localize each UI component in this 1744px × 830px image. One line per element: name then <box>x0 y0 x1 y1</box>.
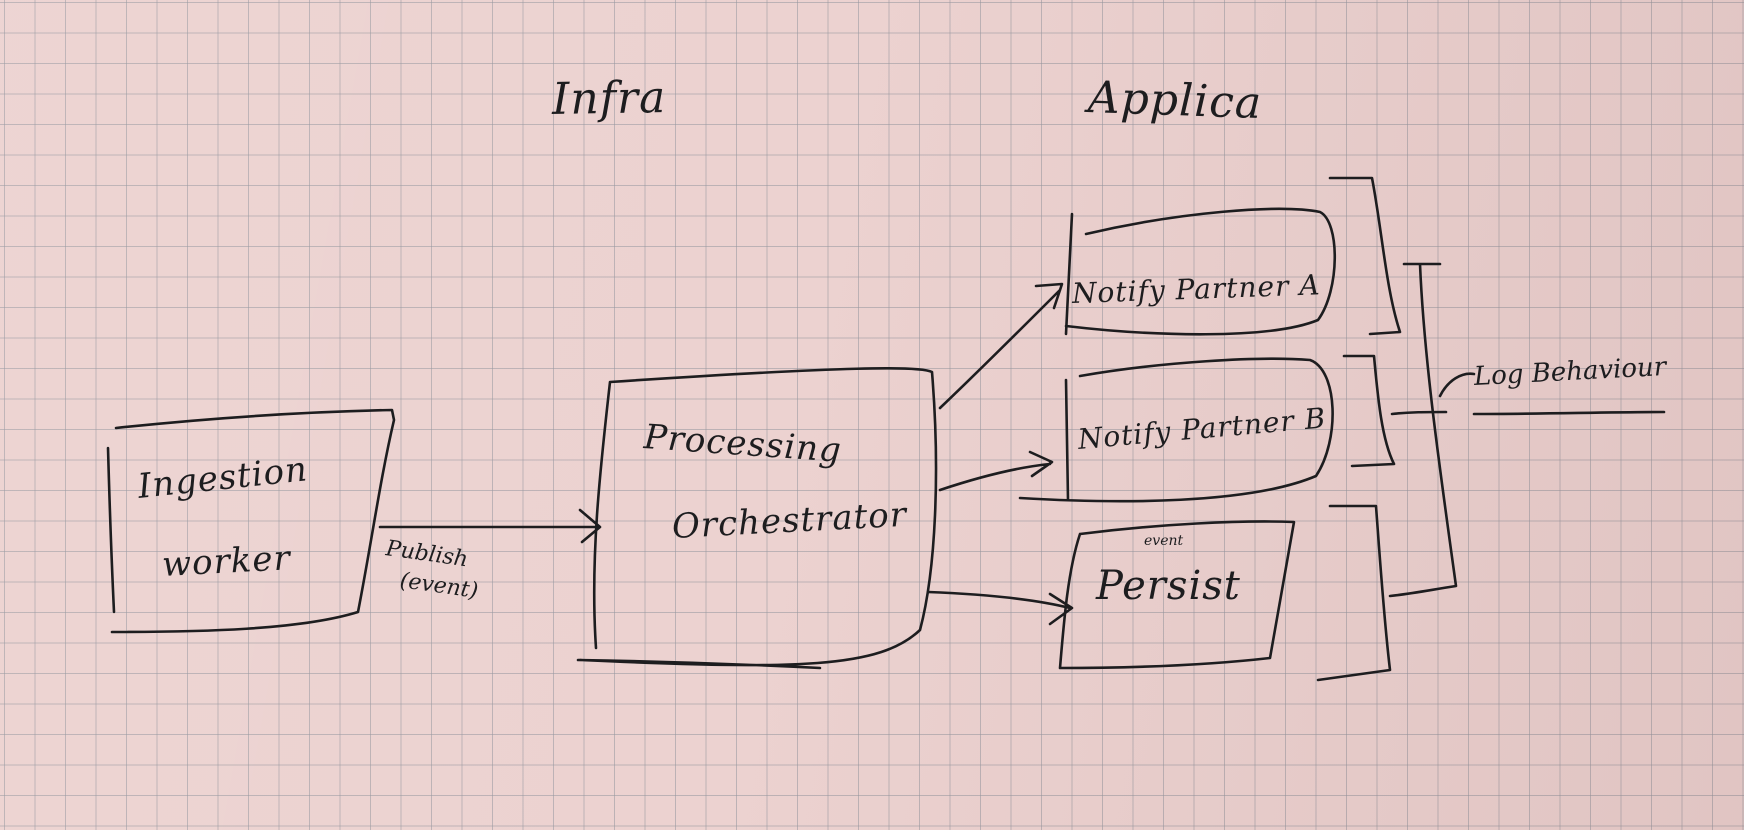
log-underline <box>1472 410 1666 416</box>
partner-b-box <box>1018 357 1334 503</box>
orchestrator-box <box>576 367 938 670</box>
bracket-persist <box>1316 504 1392 682</box>
arrow-to-persist <box>926 590 1074 626</box>
bracket-partner-a <box>1328 176 1402 336</box>
publish-arrow <box>378 508 602 544</box>
log-branch-b <box>1390 410 1448 416</box>
arrow-to-partner-b <box>938 450 1054 492</box>
persist-label: Persist <box>1096 563 1241 609</box>
persist-box <box>1058 520 1296 670</box>
log-trunk <box>1388 262 1458 598</box>
persist-note: event <box>1144 533 1184 549</box>
section-label-infra: Infra <box>551 72 667 125</box>
bracket-partner-b <box>1342 354 1396 468</box>
ingestion-label-line2: worker <box>160 538 292 585</box>
partner-a-box <box>1064 207 1337 336</box>
ingestion-box <box>106 408 396 634</box>
log-connector <box>1438 372 1476 398</box>
arrow-to-partner-a <box>938 282 1064 410</box>
partner-a-label: Notify Partner A <box>1071 268 1322 310</box>
section-label-application: Applica <box>1087 72 1263 130</box>
